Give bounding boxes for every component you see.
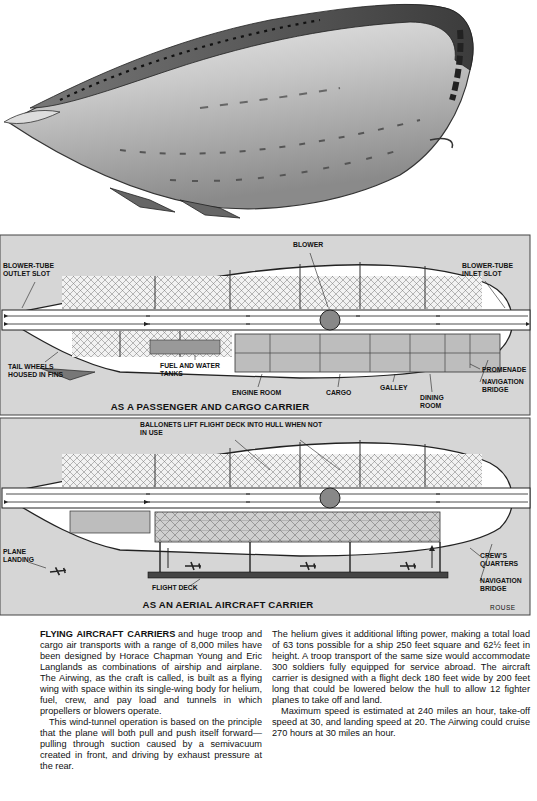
article-text: and huge troop and cargo air transports … (40, 629, 262, 716)
airwing-perspective (4, 4, 473, 218)
article-paragraph: This wind-tunnel operation is based on t… (40, 717, 262, 772)
article-text: Maximum speed is estimated at 240 miles … (272, 706, 530, 738)
part-label: BLOWER-TUBE OUTLET SLOT (3, 262, 73, 278)
part-label: DINING ROOM (420, 394, 454, 410)
part-label: ENGINE ROOM (232, 389, 292, 397)
view-caption: AS AN AERIAL AIRCRAFT CARRIER (118, 599, 338, 610)
article-paragraph: Maximum speed is estimated at 240 miles … (272, 706, 530, 739)
part-label: NAVIGATION BRIDGE (480, 577, 532, 593)
part-label: PROMENADE (482, 366, 532, 374)
part-label: BALLONETS LIFT FLIGHT DECK INTO HULL WHE… (140, 421, 330, 437)
article-text: This wind-tunnel operation is based on t… (40, 717, 262, 771)
article-text: The helium gives it additional lifting p… (272, 629, 530, 705)
article-paragraph: FLYING AIRCRAFT CARRIERSand huge troop a… (40, 629, 262, 717)
part-label: FUEL AND WATER TANKS (160, 362, 224, 378)
article-column: FLYING AIRCRAFT CARRIERSand huge troop a… (40, 629, 262, 772)
article-paragraph: The helium gives it additional lifting p… (272, 629, 530, 706)
part-label: BLOWER-TUBE INLET SLOT (462, 262, 530, 278)
artist-signature: ROUSE (490, 604, 530, 612)
part-label: FLIGHT DECK (152, 584, 212, 592)
aircraft-carrier-section (0, 418, 530, 615)
part-label: CREW'S QUARTERS (480, 552, 532, 568)
passenger-cargo-section (0, 235, 530, 415)
view-caption: AS A PASSENGER AND CARGO CARRIER (100, 401, 320, 412)
lead-in: FLYING AIRCRAFT CARRIERS (40, 629, 175, 639)
article-column: The helium gives it additional lifting p… (272, 629, 530, 739)
part-label: CARGO (326, 389, 356, 397)
part-label: TAIL WHEELS HOUSED IN FINS (8, 363, 83, 379)
part-label: NAVIGATION BRIDGE (482, 378, 532, 394)
part-label: GALLEY (380, 384, 414, 392)
part-label: BLOWER (293, 241, 333, 249)
part-label: PLANE LANDING (3, 548, 47, 564)
